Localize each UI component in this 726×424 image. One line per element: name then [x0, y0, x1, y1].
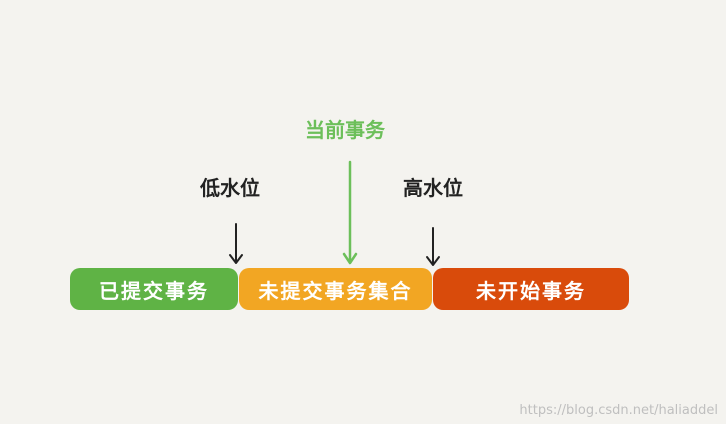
not-started-transactions-segment: 未开始事务 [433, 268, 629, 310]
committed-transactions-segment: 已提交事务 [70, 268, 238, 310]
high-watermark-arrow-icon [426, 227, 440, 266]
low-watermark-arrow-icon [229, 223, 243, 264]
high-watermark-label: 高水位 [403, 176, 463, 200]
watermark-text: https://blog.csdn.net/haliaddel [519, 403, 718, 418]
uncommitted-transactions-segment: 未提交事务集合 [239, 268, 432, 310]
current-transaction-label: 当前事务 [305, 118, 385, 142]
current-transaction-arrow-icon [342, 160, 358, 265]
low-watermark-label: 低水位 [200, 176, 260, 200]
